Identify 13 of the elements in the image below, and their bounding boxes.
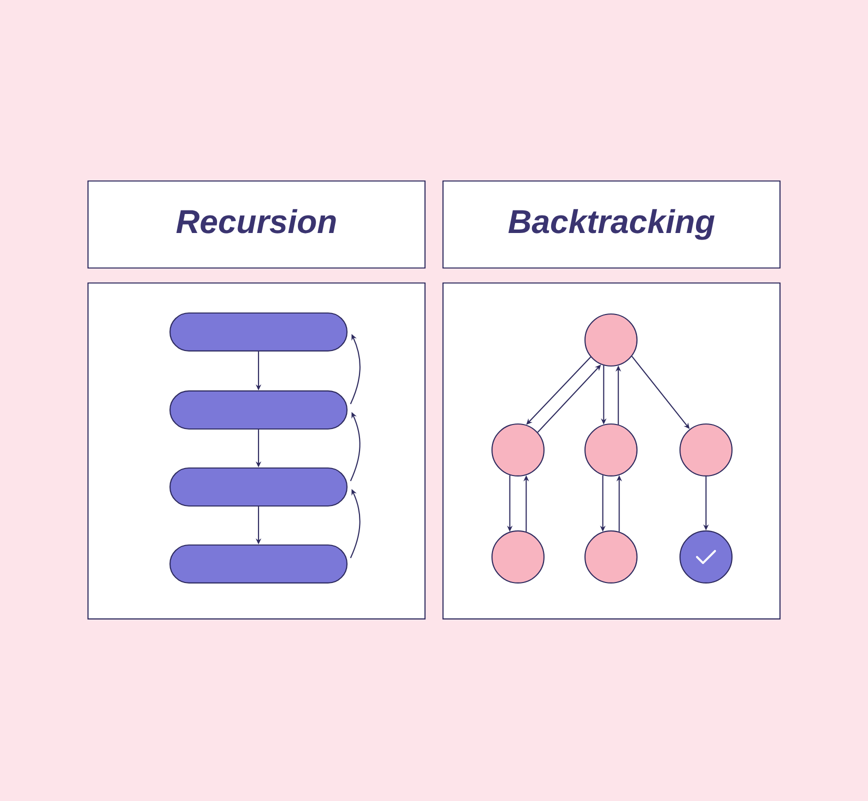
tree-node-circle	[584, 530, 638, 584]
check-circle	[679, 530, 733, 584]
rounded-bar	[169, 544, 348, 584]
title-box: Recursion	[87, 180, 426, 269]
tree-node-circle	[584, 313, 638, 367]
rounded-bar	[169, 467, 348, 507]
tree-node-circle	[491, 530, 545, 584]
rounded-bar	[169, 390, 348, 430]
tree-node-circle	[491, 423, 545, 477]
title-box: Backtracking	[442, 180, 781, 269]
rounded-bar	[169, 312, 348, 352]
tree-node-circle	[679, 423, 733, 477]
tree-node-circle	[584, 423, 638, 477]
